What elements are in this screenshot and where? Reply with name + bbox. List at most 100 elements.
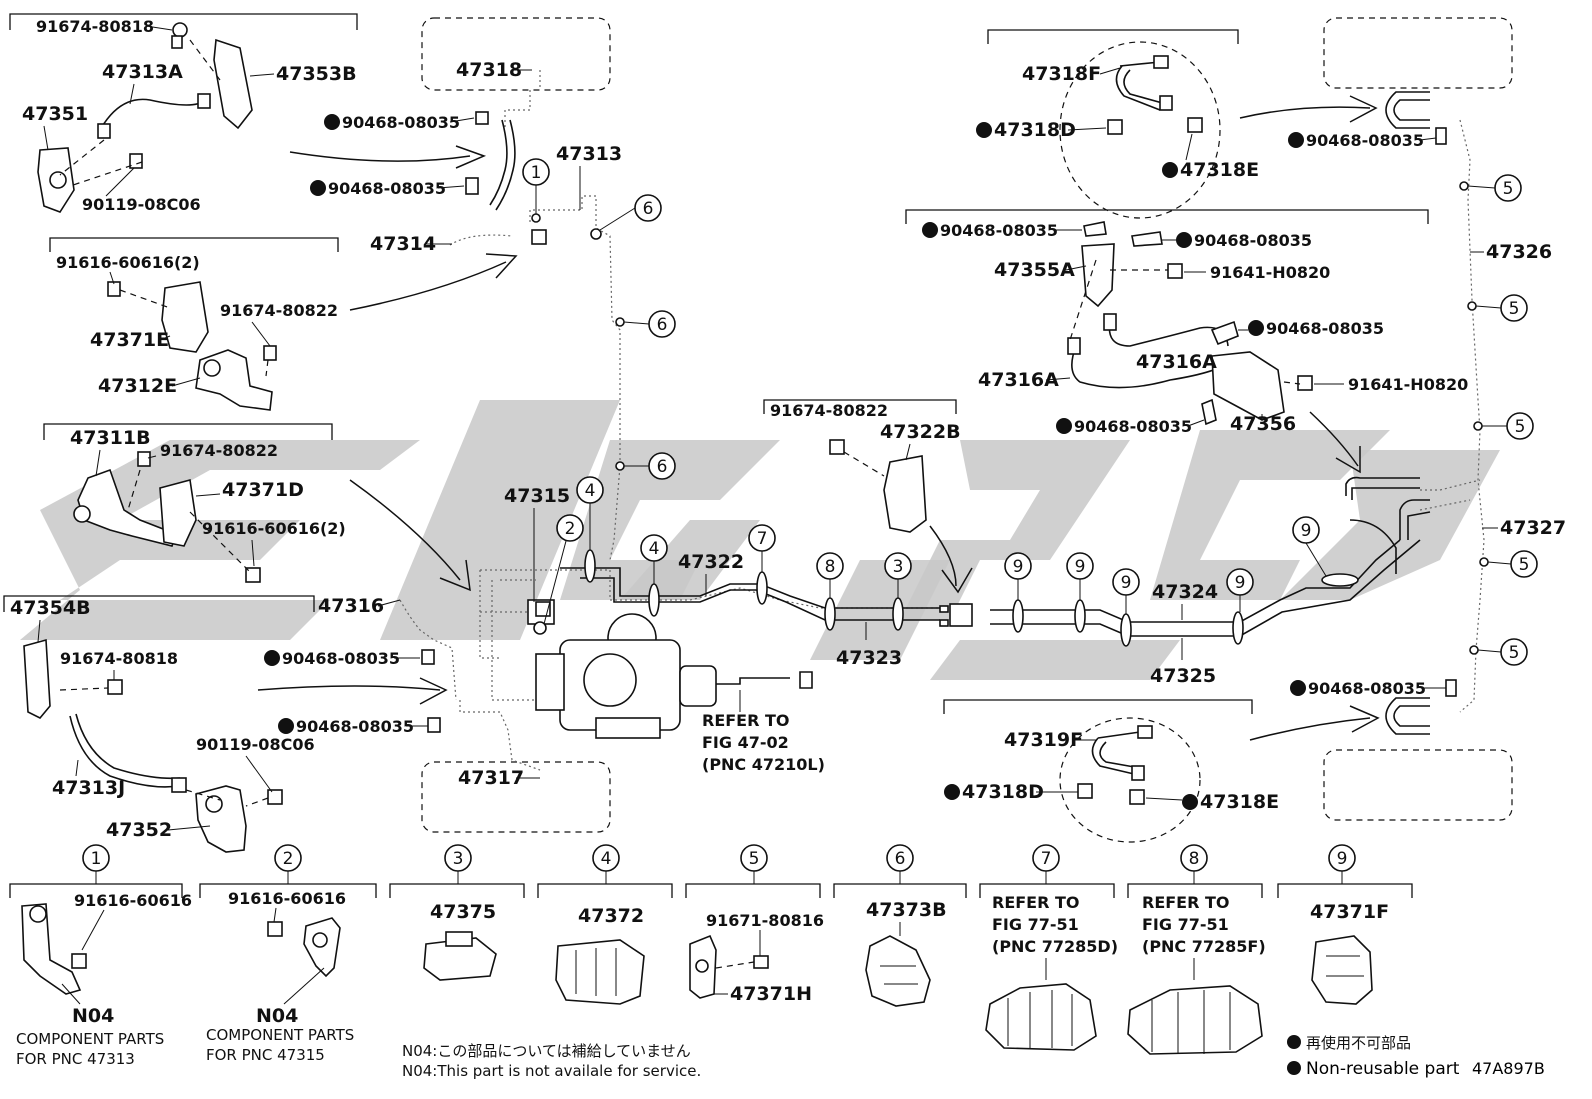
part-label: 90468-08035 <box>940 221 1058 240</box>
master-cylinder <box>527 599 813 739</box>
part-label: 47318E <box>1180 159 1259 181</box>
legend-row: 1 91616-60616 N04 COMPONENT PARTS FOR PN… <box>9 844 1413 1068</box>
diagram-labels: 91674-80818 47313A 47353B 47351 90119-08… <box>10 17 1566 841</box>
legend-item-2: 2 91616-60616 N04 COMPONENT PARTS FOR PN… <box>199 844 377 1064</box>
part-label: 47322 <box>678 551 744 573</box>
part-label: 47315 <box>504 485 570 507</box>
part-label: 2 <box>565 519 576 539</box>
part-label: FOR PNC 47315 <box>206 1046 325 1064</box>
part-label: 4 <box>585 481 596 501</box>
part-label: 4 <box>601 849 612 869</box>
part-label: 91616-60616 <box>228 889 346 908</box>
part-label: 47356 <box>1230 413 1296 435</box>
part-label: FOR PNC 47313 <box>16 1050 135 1068</box>
part-label: 47325 <box>1150 665 1216 687</box>
non-reusable-marker <box>324 114 340 130</box>
part-label: 47313J <box>52 777 125 799</box>
non-reusable-marker <box>1248 320 1264 336</box>
part-label: 90468-08035 <box>328 179 446 198</box>
footnote-jp: N04:この部品については補給していません <box>402 1042 691 1060</box>
part-label: 9 <box>1013 557 1024 577</box>
part-label: 47371D <box>222 479 304 501</box>
non-reusable-legend-marker <box>1287 1035 1301 1049</box>
part-label: 1 <box>91 849 102 869</box>
non-reusable-marker <box>310 180 326 196</box>
part-label: 9 <box>1075 557 1086 577</box>
part-label: N04 <box>72 1005 114 1027</box>
part-label: 47371F <box>1310 901 1389 923</box>
non-reusable-marker <box>1182 794 1198 810</box>
part-label: 6 <box>657 457 668 477</box>
group-47354B <box>3 595 315 853</box>
footnotes: N04:この部品については補給していません N04:This part is n… <box>402 1034 1545 1080</box>
part-label: 47323 <box>836 647 902 669</box>
part-label: 47324 <box>1152 581 1218 603</box>
brackets-right <box>763 29 1429 714</box>
part-label: 5 <box>749 849 760 869</box>
non-reusable-marker <box>922 222 938 238</box>
part-label: 6 <box>895 849 906 869</box>
part-label: 47318D <box>994 119 1076 141</box>
part-label: 47318E <box>1200 791 1279 813</box>
part-label: N04 <box>256 1005 298 1027</box>
watermark-logo <box>20 400 1500 680</box>
diagram-callouts: 1 6 6 6 4 2 4 7 8 3 9 9 9 9 9 5 5 5 5 <box>522 158 1538 666</box>
part-label: COMPONENT PARTS <box>206 1026 354 1044</box>
part-label: FIG 77-51 <box>992 915 1079 934</box>
part-label: 2 <box>283 849 294 869</box>
non-reusable-marker <box>1056 418 1072 434</box>
part-label: 91674-80822 <box>220 301 338 320</box>
part-label: 1 <box>531 163 542 183</box>
part-label: 47371E <box>90 329 169 351</box>
part-label: 47318D <box>962 781 1044 803</box>
figure-code: 47A897B <box>1472 1059 1545 1078</box>
part-label: REFER TO <box>702 711 790 730</box>
hose-parts <box>829 55 1457 805</box>
part-label: 9 <box>1121 573 1132 593</box>
part-label: 90468-08035 <box>296 717 414 736</box>
part-label: 47353B <box>276 63 357 85</box>
non-reusable-marker <box>1176 232 1192 248</box>
part-label: 90468-08035 <box>1074 417 1192 436</box>
part-label: 3 <box>893 557 904 577</box>
part-label: (PNC 77285D) <box>992 937 1118 956</box>
legend-item-3: 3 47375 <box>389 844 525 981</box>
non-reusable-marker <box>944 784 960 800</box>
group-47311B <box>43 423 333 583</box>
part-label: 5 <box>1509 643 1520 663</box>
part-label: 9 <box>1235 573 1246 593</box>
part-label: 90468-08035 <box>1306 131 1424 150</box>
part-label: 4 <box>649 539 660 559</box>
part-label: 47318F <box>1022 63 1101 85</box>
part-label: 8 <box>1189 849 1200 869</box>
part-label: 47322B <box>880 421 961 443</box>
part-label: 90468-08035 <box>1266 319 1384 338</box>
part-label: 47311B <box>70 427 151 449</box>
part-label: 9 <box>1337 849 1348 869</box>
part-label: FIG 47-02 <box>702 733 789 752</box>
part-label: 90468-08035 <box>1194 231 1312 250</box>
part-label: 90468-08035 <box>1308 679 1426 698</box>
part-label: 47316A <box>1136 351 1217 373</box>
part-label: 7 <box>757 529 768 549</box>
part-label: 91674-80818 <box>60 649 178 668</box>
part-label: 5 <box>1503 179 1514 199</box>
part-label: 47371H <box>730 983 812 1005</box>
part-label: 5 <box>1519 555 1530 575</box>
part-label: FIG 77-51 <box>1142 915 1229 934</box>
part-label: 47319F <box>1004 729 1083 751</box>
part-label: 90468-08035 <box>282 649 400 668</box>
part-label: 47314 <box>370 233 436 255</box>
non-reusable-legend-marker <box>1287 1061 1301 1075</box>
group-47351 <box>9 13 358 213</box>
part-label: 47351 <box>22 103 88 125</box>
legend-en: Non-reusable part <box>1306 1059 1460 1079</box>
non-reusable-marker <box>278 718 294 734</box>
part-label: 5 <box>1515 417 1526 437</box>
part-label: 91641-H0820 <box>1348 375 1468 394</box>
part-label: 6 <box>643 199 654 219</box>
part-label: 5 <box>1509 299 1520 319</box>
part-label: 47317 <box>458 767 524 789</box>
non-reusable-marker <box>1162 162 1178 178</box>
